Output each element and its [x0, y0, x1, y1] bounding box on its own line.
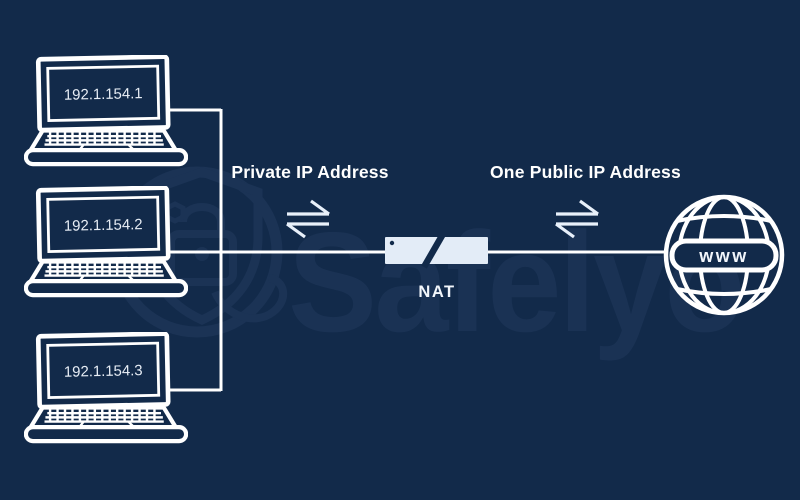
public-ip-label: One Public IP Address — [490, 162, 681, 182]
exchange-arrows-icon — [555, 199, 599, 239]
exchange-arrows-icon — [286, 199, 330, 239]
nat-label: NAT — [418, 283, 456, 301]
laptop-screen-ip: 192.1.154.1 — [64, 86, 143, 104]
globe-www-label: www — [698, 246, 749, 266]
laptop-screen-ip: 192.1.154.2 — [64, 217, 143, 235]
laptop-icon: 192.1.154.3 — [24, 332, 188, 444]
private-ip-label: Private IP Address — [231, 162, 389, 182]
laptop-icon: 192.1.154.1 — [24, 55, 188, 167]
laptop-screen-ip: 192.1.154.3 — [64, 363, 143, 381]
laptop-icon: 192.1.154.2 — [24, 186, 188, 298]
nat-router-icon — [385, 233, 488, 269]
globe-www-icon: www — [663, 194, 785, 316]
